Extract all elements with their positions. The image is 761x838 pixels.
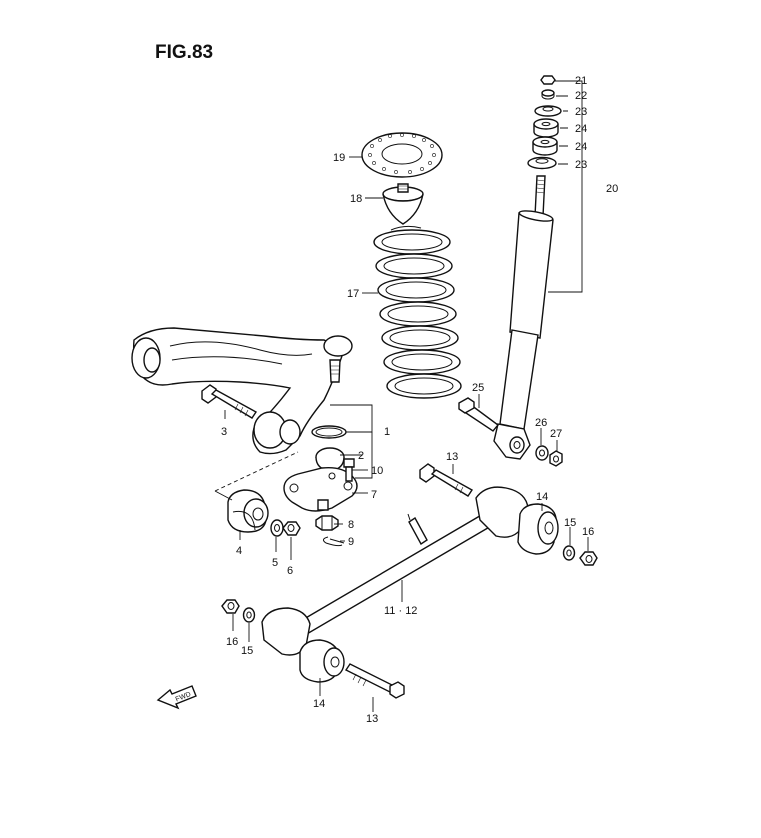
label-14-upper: 14 — [536, 491, 548, 503]
label-17: 17 — [347, 288, 359, 300]
part-5-washer — [270, 519, 284, 537]
part-13-bolt-lower — [344, 663, 405, 699]
label-16-left: 16 — [226, 636, 238, 648]
part-18-bump-stop — [382, 183, 424, 225]
label-5: 5 — [272, 557, 278, 569]
part-27-nut — [549, 450, 563, 467]
label-15-right: 15 — [564, 517, 576, 529]
label-10: 10 — [371, 465, 383, 477]
label-4: 4 — [236, 545, 242, 557]
label-8: 8 — [348, 519, 354, 531]
label-9: 9 — [348, 536, 354, 548]
part-8-nut — [315, 515, 339, 531]
label-20: 20 — [606, 183, 618, 195]
label-24-lower: 24 — [575, 141, 587, 153]
part-24-lower-bushing — [532, 136, 558, 156]
part-14-bushing-upper — [517, 503, 559, 555]
label-13-upper: 13 — [446, 451, 458, 463]
part-24-upper-bushing — [533, 118, 559, 138]
part-23-lower-retainer — [527, 156, 557, 170]
label-27: 27 — [550, 428, 562, 440]
part-21-nut — [540, 75, 556, 85]
part-9-cotter-pin — [322, 536, 345, 547]
part-7-ball-joint — [283, 466, 358, 512]
part-11-12-lateral-rod — [261, 486, 529, 656]
part-15-washer-left — [242, 607, 256, 623]
forward-arrow-icon: FWD — [156, 685, 197, 710]
label-16-right: 16 — [582, 526, 594, 538]
part-3-bolt — [201, 384, 258, 419]
leader-lines — [214, 80, 589, 712]
label-1: 1 — [384, 426, 390, 438]
part-16-nut-right — [579, 551, 598, 566]
label-22: 22 — [575, 90, 587, 102]
part-6-nut — [282, 521, 301, 536]
label-19: 19 — [333, 152, 345, 164]
part-15-washer-right — [562, 545, 576, 561]
label-2: 2 — [358, 450, 364, 462]
part-25-bolt — [458, 397, 500, 432]
part-16-nut-left — [221, 599, 240, 614]
part-22-washer — [541, 89, 555, 100]
part-17-coil-spring — [373, 225, 462, 399]
part-13-bolt-upper — [419, 463, 474, 497]
label-13-lower: 13 — [366, 713, 378, 725]
figure-title: FIG.83 — [155, 42, 213, 63]
shock-top-hardware — [527, 75, 562, 170]
part-19-spring-seat — [361, 132, 443, 178]
part-2-snap-ring — [311, 425, 347, 439]
label-24-upper: 24 — [575, 123, 587, 135]
label-23-lower: 23 — [575, 159, 587, 171]
part-20-shock-absorber — [493, 175, 554, 460]
part-labels: 21 22 23 24 24 23 20 19 18 17 1 2 3 4 5 … — [221, 75, 618, 725]
label-23-upper: 23 — [575, 106, 587, 118]
label-26: 26 — [535, 417, 547, 429]
label-18: 18 — [350, 193, 362, 205]
label-6: 6 — [287, 565, 293, 577]
label-11-12: 11 · 12 — [384, 605, 417, 617]
label-25: 25 — [472, 382, 484, 394]
label-15-left: 15 — [241, 645, 253, 657]
label-21: 21 — [575, 75, 587, 87]
part-4-bushing — [227, 489, 269, 533]
part-23-upper-retainer — [534, 105, 562, 117]
label-7: 7 — [371, 489, 377, 501]
label-3: 3 — [221, 426, 227, 438]
part-10-bolt — [343, 458, 355, 482]
part-1-upper-control-arm — [131, 327, 353, 455]
part-14-bushing-lower — [299, 639, 345, 683]
label-14-lower: 14 — [313, 698, 325, 710]
part-26-washer — [535, 445, 549, 461]
